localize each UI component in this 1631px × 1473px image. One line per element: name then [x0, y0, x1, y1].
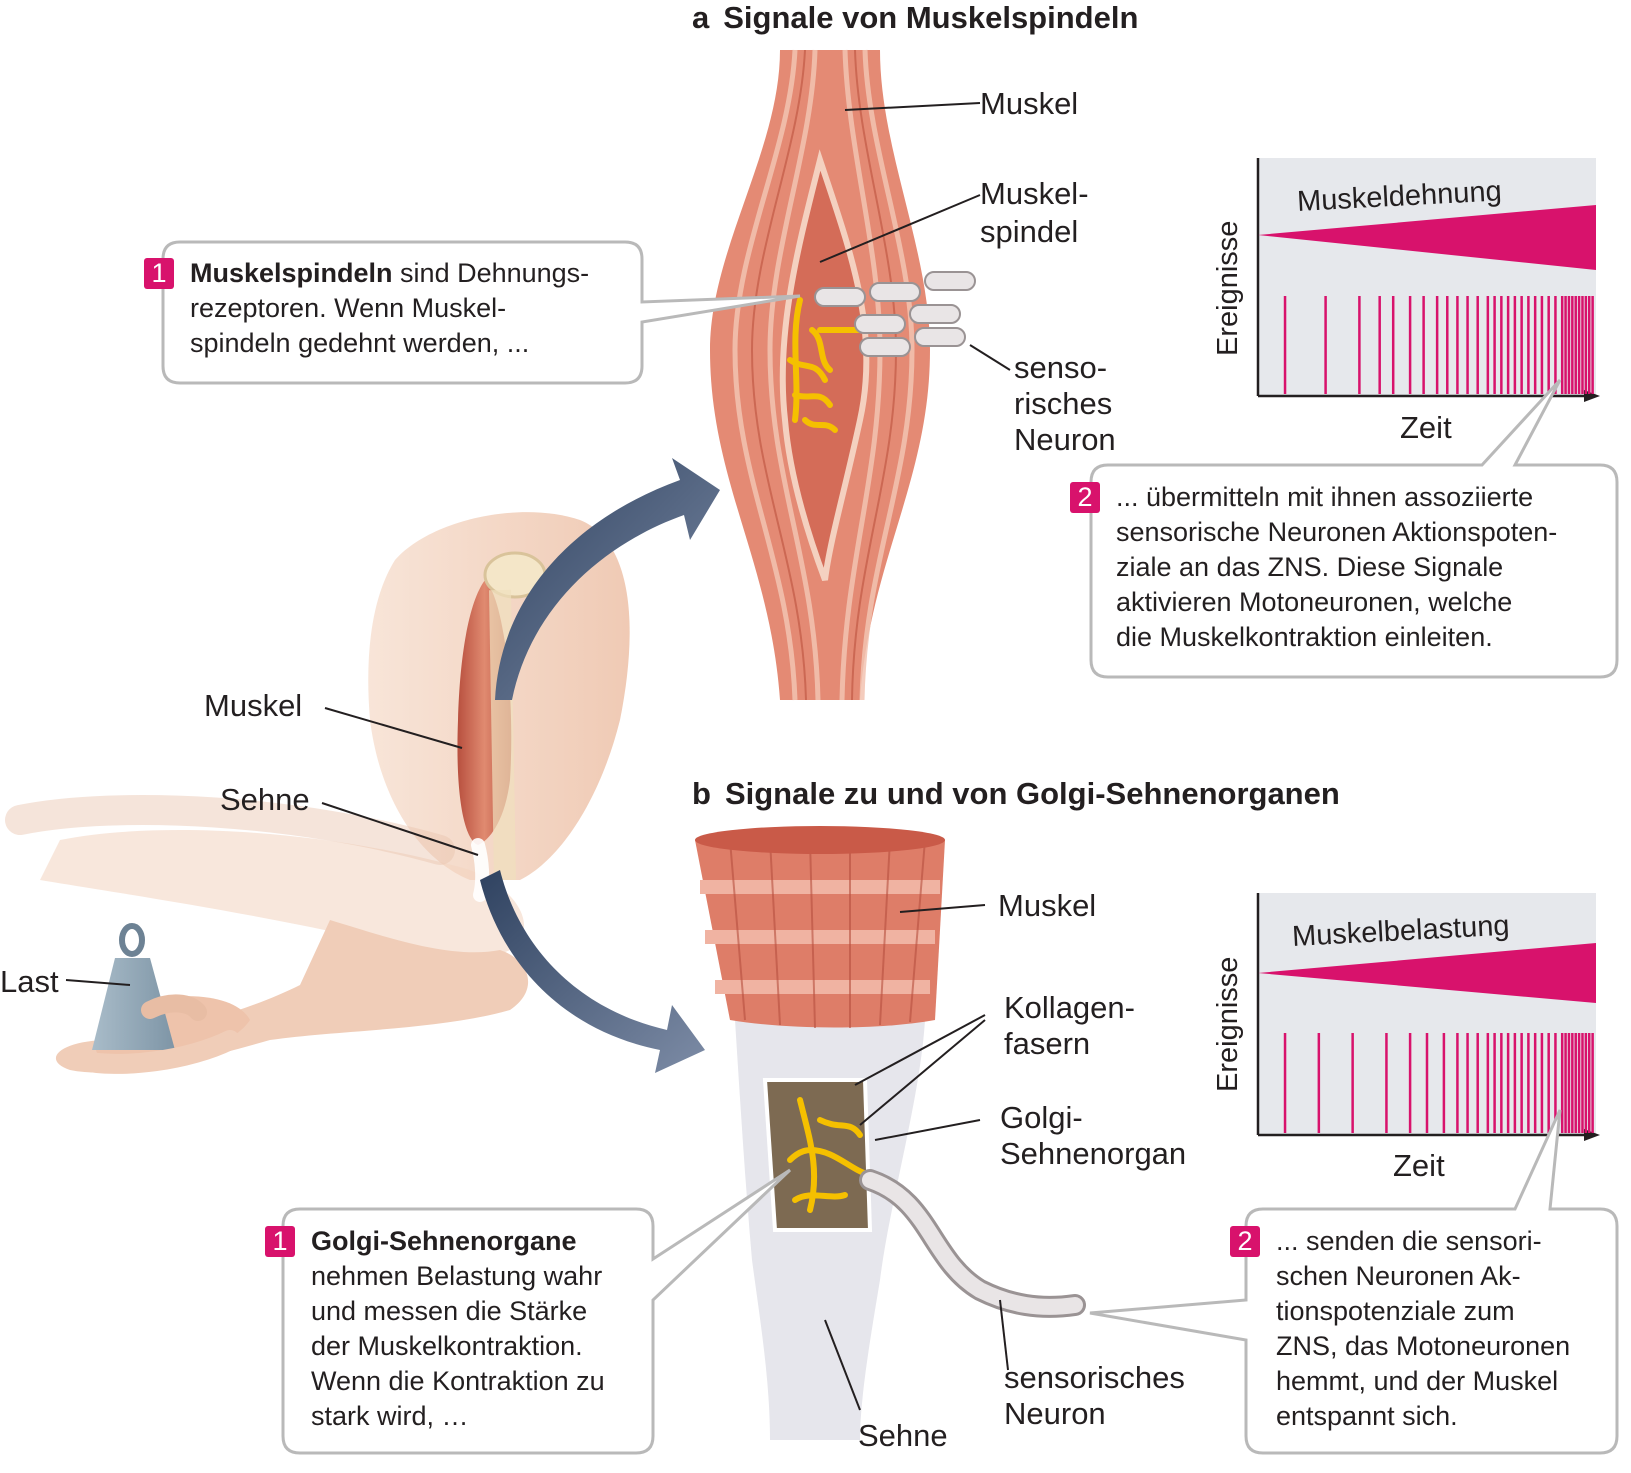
callout-b1-line: Wenn die Kontraktion zu — [311, 1366, 605, 1396]
callout-b2-line: ... senden die sensori- — [1276, 1226, 1542, 1256]
callout-b1-line: nehmen Belastung wahr — [311, 1261, 603, 1291]
callout-a2 — [1089, 378, 1619, 679]
callout-b1 — [281, 1168, 792, 1455]
step-badge-b1: 1 — [265, 1226, 295, 1257]
callout-a1-line2: rezeptoren. Wenn Muskel- — [190, 293, 507, 323]
callout-a2-line: ziale an das ZNS. Diese Signale — [1116, 552, 1504, 582]
golgi-tendon-organ-illustration — [695, 826, 1086, 1440]
callout-b2-line: tionspotenziale zum — [1276, 1296, 1515, 1326]
callout-a2-line: sensorische Neuronen Aktionspoten- — [1116, 517, 1558, 547]
callout-b1-bold: Golgi-Sehnenorgane — [311, 1226, 577, 1256]
callout-b1-text: 1 Golgi-Sehnenorgane nehmen Belastung wa… — [265, 1224, 605, 1434]
callout-a1-bold: Muskelspindeln — [190, 258, 393, 288]
chart-b-frame — [1256, 893, 1600, 1141]
panel-a-title: a Signale von Muskelspindeln — [692, 0, 1138, 36]
label-b-neuron-1: sensorisches — [1004, 1360, 1185, 1395]
label-b-neuron-2: Neuron — [1004, 1396, 1106, 1431]
label-arm-muscle: Muskel — [204, 688, 303, 723]
callout-b1-line: und messen die Stärke — [311, 1296, 588, 1326]
callout-b2-line: hemmt, und der Muskel — [1276, 1366, 1559, 1396]
label-b-muscle: Muskel — [998, 888, 1097, 923]
spikes-b — [1283, 1033, 1594, 1133]
panel-b-title: b Signale zu und von Golgi-Sehnenorganen — [692, 776, 1340, 812]
chart-a-frame — [1256, 158, 1600, 402]
panel-a-letter: a — [692, 0, 710, 35]
callout-a2-line: ... übermitteln mit ihnen assoziierte — [1116, 482, 1534, 512]
label-a-neuron-1: senso- — [1014, 350, 1108, 385]
step-badge-b2: 2 — [1230, 1226, 1260, 1257]
callout-b1-line: der Muskelkontraktion. — [311, 1331, 583, 1361]
load-wedge-b — [1258, 943, 1596, 1003]
callout-a2-line: die Muskelkontraktion einleiten. — [1116, 622, 1493, 652]
label-a-spindle-2: spindel — [980, 214, 1079, 249]
spikes-a — [1283, 296, 1594, 394]
callout-b1-line: stark wird, … — [311, 1401, 469, 1431]
callout-a1-line1: sind Dehnungs- — [392, 258, 590, 288]
load-weight — [70, 923, 240, 1074]
label-b-golgi-1: Golgi- — [1000, 1100, 1083, 1135]
arrow-to-panel-b — [480, 870, 705, 1073]
muscle-fascicles — [695, 826, 945, 1029]
chart-a-xlabel: Zeit — [1400, 410, 1452, 445]
stretch-wedge-a — [1258, 205, 1596, 270]
step-badge-a2: 2 — [1070, 482, 1100, 513]
muscle-spindle-illustration — [710, 49, 1011, 701]
callout-a2-text: 2 ... übermitteln mit ihnen assoziierte … — [1070, 480, 1558, 655]
step-badge-a1: 1 — [144, 258, 174, 289]
callout-b2 — [1089, 1109, 1619, 1455]
label-arm-load: Last — [0, 964, 59, 999]
callout-a2-line: aktivieren Motoneuronen, welche — [1116, 587, 1513, 617]
callout-a1-text: 1 Muskelspindeln sind Dehnungs- rezeptor… — [144, 256, 590, 361]
callout-b2-line: ZNS, das Motoneuronen — [1276, 1331, 1571, 1361]
label-arm-tendon: Sehne — [220, 782, 310, 817]
callout-b2-text: 2 ... senden die sensori- schen Neuronen… — [1230, 1224, 1571, 1434]
arrow-to-panel-a — [495, 458, 720, 700]
chart-a-ylabel: Ereignisse — [1212, 220, 1244, 356]
callout-b2-line: entspannt sich. — [1276, 1401, 1458, 1431]
label-a-spindle-1: Muskel- — [980, 176, 1089, 211]
callout-b2-line: schen Neuronen Ak- — [1276, 1261, 1521, 1291]
label-b-tendon: Sehne — [858, 1418, 948, 1453]
label-a-neuron-2: risches — [1014, 386, 1113, 421]
panel-b-letter: b — [692, 776, 711, 811]
chart-b-xlabel: Zeit — [1393, 1148, 1445, 1183]
label-a-muscle: Muskel — [980, 86, 1079, 121]
label-b-golgi-2: Sehnenorgan — [1000, 1136, 1187, 1171]
chart-b-ylabel: Ereignisse — [1212, 956, 1244, 1092]
callout-a1 — [161, 240, 801, 385]
label-b-collagen-1: Kollagen- — [1004, 990, 1135, 1025]
arm-illustration — [5, 512, 630, 1074]
callout-a1-line3: spindeln gedehnt werden, ... — [190, 328, 530, 358]
label-b-collagen-2: fasern — [1004, 1026, 1091, 1061]
label-a-neuron-3: Neuron — [1014, 422, 1116, 457]
panel-a-title-text: Signale von Muskelspindeln — [723, 0, 1139, 35]
panel-b-title-text: Signale zu und von Golgi-Sehnenorganen — [724, 776, 1340, 811]
